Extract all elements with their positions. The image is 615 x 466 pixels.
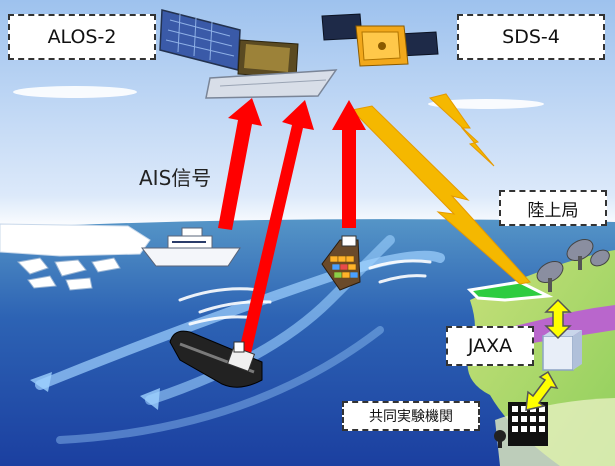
ground-station-label: 陸上局 — [499, 190, 607, 226]
joint-lab-label: 共同実験機関 — [342, 401, 480, 431]
jaxa-label: JAXA — [446, 326, 534, 366]
sds4-label: SDS-4 — [457, 14, 605, 60]
ais-signal-label: AIS信号 — [139, 162, 211, 191]
alos2-label: ALOS-2 — [8, 14, 156, 60]
cloud — [13, 86, 137, 98]
office-building-icon — [543, 330, 582, 370]
